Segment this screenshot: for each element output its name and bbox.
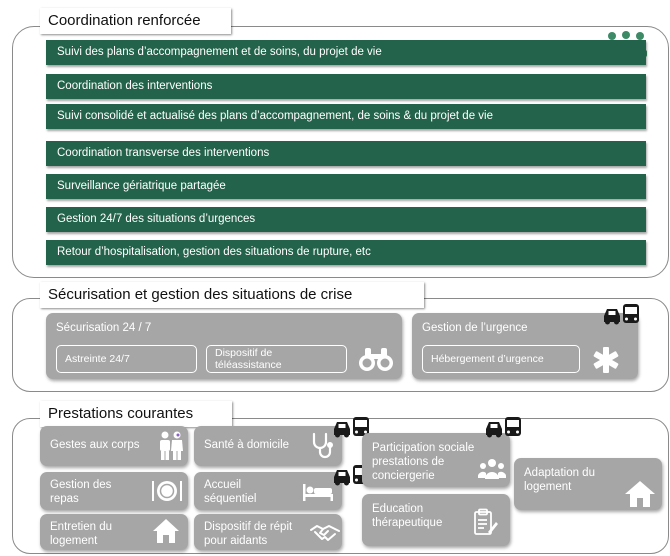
caregiver-icon <box>160 431 183 460</box>
accueil-sequentiel-label: Accueil séquentiel <box>204 479 257 505</box>
binoculars-icon <box>359 348 393 371</box>
gestes-corps-label: Gestes aux corps <box>50 439 140 451</box>
teleassistance-box: Dispositif de téléassistance <box>206 345 347 373</box>
car-bus-icon <box>334 417 369 438</box>
securisation-label: Sécurisation 24 / 7 <box>56 322 152 334</box>
astreinte-box: Astreinte 24/7 <box>56 345 197 373</box>
sante-domicile-box: Santé à domicile <box>194 426 342 466</box>
bed-icon <box>303 484 333 501</box>
securisation-box: Sécurisation 24 / 7 Astreinte 24/7 Dispo… <box>46 313 402 379</box>
dispositif-repit-box: Dispositif de répit pour aidants <box>194 514 342 550</box>
stethoscope-icon <box>312 432 333 459</box>
medical-asterisk-icon <box>593 347 619 373</box>
adaptation-logement-box: Adaptation du logement <box>514 458 662 510</box>
car-bus-icon <box>604 304 639 325</box>
coordination-title: Coordination renforcée <box>40 8 231 34</box>
car-bus-icon <box>486 417 521 438</box>
entretien-logement-label: Entretien du logement <box>50 521 113 547</box>
prestations-title: Prestations courantes <box>40 401 232 427</box>
coordination-item-3: Suivi consolidé et actualisé des plans d… <box>46 104 646 129</box>
dispositif-repit-label: Dispositif de répit pour aidants <box>204 521 293 547</box>
participation-sociale-label: Participation sociale prestations de con… <box>372 442 475 482</box>
adaptation-logement-label: Adaptation du logement <box>524 467 595 493</box>
group-people-icon <box>478 459 506 479</box>
coordination-item-5: Surveillance gériatrique partagée <box>46 174 646 199</box>
house-icon <box>153 519 179 543</box>
education-therapeutique-box: Education thérapeutique <box>362 494 510 546</box>
coordination-item-4: Coordination transverse des intervention… <box>46 141 646 166</box>
house-icon <box>625 481 655 507</box>
urgence-box: Gestion de l’urgence Hébergement d’urgen… <box>412 313 638 379</box>
urgence-label: Gestion de l’urgence <box>422 322 528 334</box>
coordination-item-7: Retour d’hospitalisation, gestion des si… <box>46 240 646 265</box>
coordination-item-6: Gestion 24/7 des situations d’urgences <box>46 207 646 232</box>
handshake-icon <box>310 525 340 541</box>
gestion-repas-label: Gestion des repas <box>50 479 112 505</box>
coordination-item-2: Coordination des interventions <box>46 74 646 99</box>
clipboard-icon <box>474 508 498 535</box>
sante-domicile-label: Santé à domicile <box>204 439 290 451</box>
hebergement-box: Hébergement d’urgence <box>422 345 580 373</box>
plate-cutlery-icon <box>152 481 182 501</box>
education-therapeutique-label: Education thérapeutique <box>372 503 443 529</box>
coordination-item-1: Suivi des plans d’accompagnement et de s… <box>46 40 646 65</box>
crisis-title: Sécurisation et gestion des situations d… <box>40 282 424 308</box>
